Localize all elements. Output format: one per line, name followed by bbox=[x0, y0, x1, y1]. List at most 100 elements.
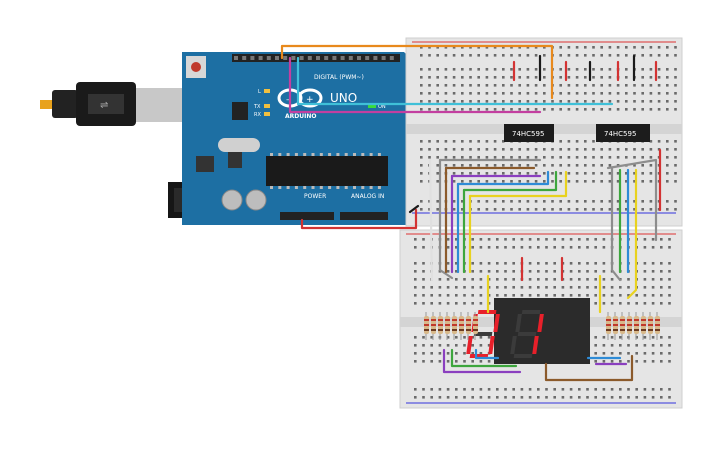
breadboard-hole bbox=[578, 388, 581, 391]
breadboard-hole bbox=[641, 68, 644, 71]
arduino-uno-board[interactable]: DIGITAL (PWM~) – + ARDUINO UNO L TX RX O… bbox=[182, 52, 412, 225]
breadboard-hole bbox=[534, 148, 538, 151]
breadboard-hole bbox=[610, 294, 614, 297]
power-header[interactable] bbox=[280, 212, 334, 220]
breadboard-hole bbox=[635, 302, 638, 305]
breadboard-hole bbox=[502, 54, 505, 57]
breadboard-hole bbox=[444, 68, 448, 71]
breadboard-hole bbox=[674, 140, 677, 143]
breadboard-hole bbox=[602, 352, 606, 355]
resistor-bank-right[interactable] bbox=[606, 312, 660, 340]
breadboard-hole bbox=[643, 278, 647, 281]
breadboard-hole bbox=[518, 164, 521, 167]
breadboard-hole bbox=[428, 140, 431, 143]
breadboard-hole bbox=[496, 262, 499, 265]
breadboard-hole bbox=[461, 100, 464, 103]
breadboard-hole bbox=[534, 54, 538, 57]
shift-register-2[interactable]: 74HC595 bbox=[596, 124, 650, 142]
breadboard-hole bbox=[528, 388, 532, 391]
breadboard-hole bbox=[422, 270, 425, 273]
wire-blue-h bbox=[456, 170, 550, 186]
breadboard-hole bbox=[471, 286, 474, 289]
breadboard-hole bbox=[520, 388, 524, 391]
breadboard-hole bbox=[477, 200, 480, 203]
breadboard-hole bbox=[455, 294, 458, 297]
wires[interactable] bbox=[280, 44, 662, 382]
breadboard-hole bbox=[502, 164, 505, 167]
reset-button-cap[interactable] bbox=[191, 62, 201, 72]
breadboard-hole bbox=[578, 278, 581, 281]
breadboard-hole bbox=[600, 108, 603, 111]
breadboard-hole bbox=[463, 396, 466, 399]
breadboard-hole bbox=[477, 84, 480, 87]
breadboard-hole bbox=[518, 156, 521, 159]
breadboard-hole bbox=[420, 46, 423, 49]
breadboard-hole bbox=[436, 180, 439, 183]
breadboard-hole bbox=[545, 238, 548, 241]
wire-right-4 bbox=[626, 168, 638, 300]
segment-b bbox=[493, 314, 500, 332]
breadboard-hole bbox=[461, 92, 464, 95]
breadboard-hole bbox=[534, 108, 538, 111]
resistor-band bbox=[473, 319, 478, 321]
seven-segment-display[interactable] bbox=[466, 298, 590, 364]
breadboard-hole bbox=[666, 200, 669, 203]
breadboard-hole bbox=[610, 344, 614, 347]
resistor-band bbox=[459, 319, 464, 321]
breadboard-hole bbox=[569, 396, 573, 399]
breadboard-hole bbox=[625, 92, 628, 95]
breadboard-hole bbox=[586, 396, 589, 399]
resistor-band bbox=[438, 329, 443, 331]
breadboard-hole bbox=[446, 278, 450, 281]
breadboard-hole bbox=[471, 238, 474, 241]
breadboard-hole bbox=[668, 352, 671, 355]
shift-register-1[interactable]: 74HC595 bbox=[504, 124, 554, 142]
breadboard-hole bbox=[446, 336, 450, 339]
wire-bottom-brown bbox=[544, 354, 634, 382]
breadboard-hole bbox=[649, 76, 653, 79]
breadboard-hole bbox=[674, 84, 677, 87]
breadboard-hole bbox=[575, 200, 579, 203]
breadboard-hole bbox=[485, 200, 489, 203]
breadboard-hole bbox=[561, 286, 565, 289]
breadboard-hole bbox=[633, 46, 636, 49]
breadboard-hole bbox=[649, 164, 653, 167]
svg-text:–: – bbox=[286, 95, 291, 105]
breadboard-hole bbox=[592, 200, 595, 203]
breadboard-hole bbox=[610, 278, 614, 281]
breadboard-hole bbox=[479, 344, 483, 347]
header-pin bbox=[234, 56, 238, 60]
breadboard-hole bbox=[502, 68, 505, 71]
breadboard-hole bbox=[575, 68, 579, 71]
breadboard-hole bbox=[493, 208, 497, 211]
breadboard-hole bbox=[559, 68, 562, 71]
breadboard-hole bbox=[616, 208, 620, 211]
breadboard-hole bbox=[420, 180, 423, 183]
breadboard-hole bbox=[575, 208, 579, 211]
breadboard-hole bbox=[414, 294, 417, 297]
breadboard-hole bbox=[485, 108, 489, 111]
breadboard-hole bbox=[487, 336, 491, 339]
breadboard-hole bbox=[428, 92, 431, 95]
breadboard-hole bbox=[649, 208, 653, 211]
breadboard-hole bbox=[479, 336, 483, 339]
breadboard-hole bbox=[422, 286, 425, 289]
breadboard-hole bbox=[660, 246, 663, 249]
breadboard-hole bbox=[567, 140, 571, 143]
breadboard-hole bbox=[627, 278, 630, 281]
usb-cable[interactable]: ⇌ bbox=[40, 82, 204, 126]
breadboard-hole bbox=[594, 278, 597, 281]
ic-body bbox=[504, 124, 554, 142]
breadboard-hole bbox=[674, 108, 677, 111]
breadboard-hole bbox=[463, 344, 466, 347]
breadboard-hole bbox=[452, 84, 456, 87]
breadboard-hole bbox=[420, 92, 423, 95]
breadboard-top-holes[interactable] bbox=[412, 41, 677, 214]
analog-header[interactable] bbox=[340, 212, 388, 220]
breadboard-hole bbox=[428, 54, 431, 57]
resistor-bank-left[interactable] bbox=[424, 312, 478, 340]
breadboard-hole bbox=[592, 108, 595, 111]
header-pin bbox=[299, 56, 304, 60]
breadboard-hole bbox=[455, 302, 458, 305]
digital-pin-row[interactable] bbox=[234, 56, 394, 60]
